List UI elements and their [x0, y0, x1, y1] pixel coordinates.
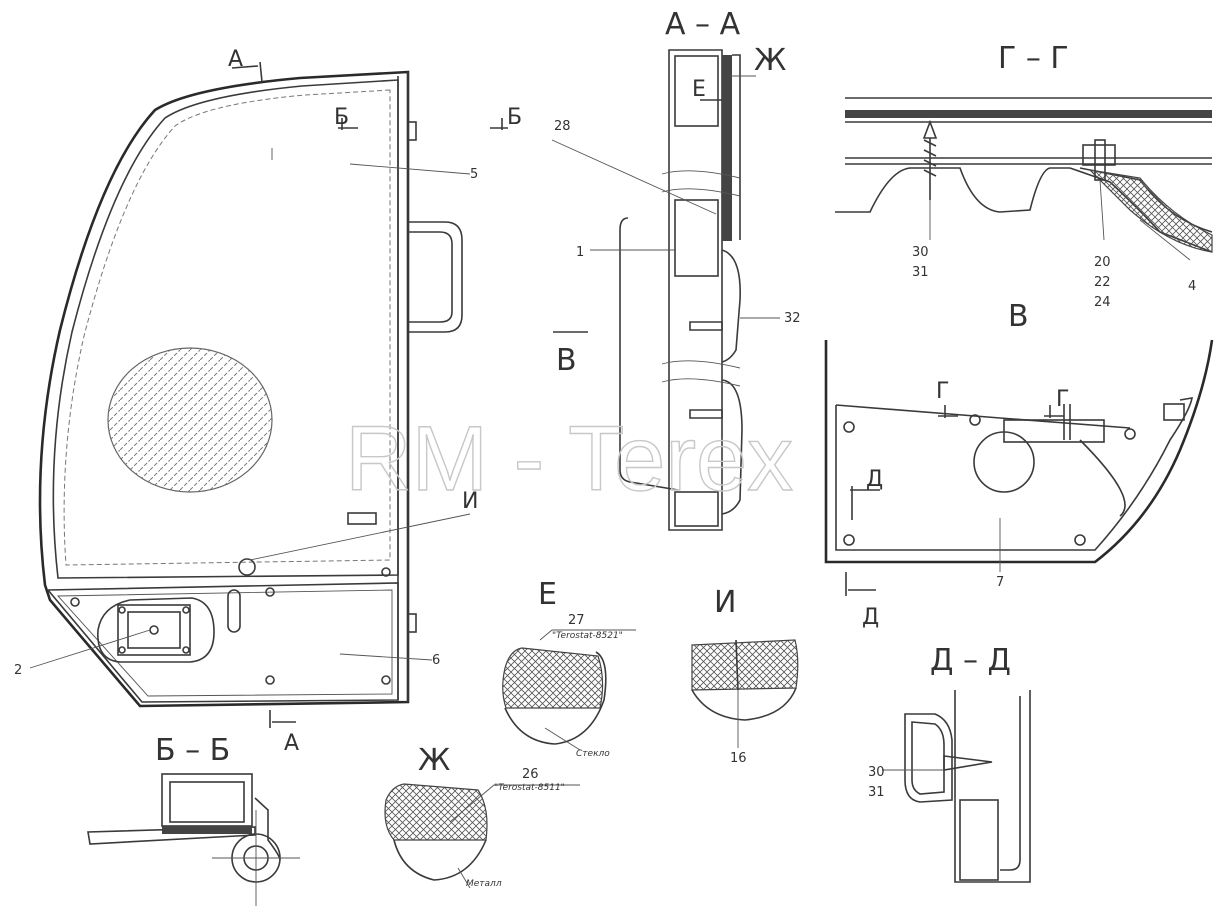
title-detail-i: И	[714, 585, 736, 620]
callout-30: 30	[912, 245, 929, 260]
title-section-dd: Д – Д	[930, 643, 1011, 678]
callout-7: 7	[996, 575, 1004, 590]
mark-v: В	[556, 343, 577, 378]
title-section-gg: Г – Г	[998, 41, 1069, 76]
mark-i: И	[462, 489, 478, 514]
detail-zh	[384, 783, 580, 889]
mark-g-right: Г	[1056, 387, 1069, 412]
note-glass: Стекло	[576, 749, 610, 759]
note-terostat-8511: "Terostat-8511"	[494, 783, 565, 793]
detail-i	[691, 639, 799, 748]
callout-24: 24	[1094, 295, 1111, 310]
mark-b-left: Б	[334, 105, 349, 130]
callout-28: 28	[554, 119, 571, 134]
callout-16: 16	[730, 751, 747, 766]
note-terostat-8521: "Terostat-8521"	[552, 631, 623, 641]
mark-d-right: Д	[866, 467, 883, 492]
callout-22: 22	[1094, 275, 1111, 290]
watermark-text: RM - Terex	[345, 408, 793, 510]
note-metal: Металл	[466, 879, 502, 889]
mark-a-top: А	[228, 47, 243, 72]
title-detail-e: Е	[538, 577, 557, 612]
section-aa	[551, 49, 780, 531]
mark-a-bottom: А	[284, 731, 299, 756]
mark-d-bottom: Д	[862, 605, 879, 630]
callout-26: 26	[522, 767, 539, 782]
section-dd	[882, 690, 1031, 883]
callout-32: 32	[784, 311, 801, 326]
title-section-bb: Б – Б	[155, 733, 230, 768]
callout-4: 4	[1188, 279, 1196, 294]
callout-30-dd: 30	[868, 765, 885, 780]
callout-31-dd: 31	[868, 785, 885, 800]
callout-6: 6	[432, 653, 440, 668]
callout-20: 20	[1094, 255, 1111, 270]
mark-g-left: Г	[936, 379, 949, 404]
mark-zh: Ж	[754, 43, 786, 78]
title-detail-zh: Ж	[418, 743, 450, 778]
callout-5: 5	[470, 167, 478, 182]
callout-27: 27	[568, 613, 585, 628]
callout-2: 2	[14, 663, 22, 678]
title-view-v: В	[1008, 299, 1029, 334]
callout-1: 1	[576, 245, 584, 260]
view-v	[824, 339, 1214, 596]
mark-e: Е	[692, 77, 706, 102]
door-main-view	[29, 61, 508, 728]
title-section-aa: А – А	[665, 7, 741, 42]
callout-31: 31	[912, 265, 929, 280]
screw-marks	[70, 567, 391, 685]
detail-e	[502, 629, 636, 751]
section-bb	[87, 773, 300, 906]
mark-b-right: Б	[507, 105, 522, 130]
section-gg	[835, 97, 1213, 261]
